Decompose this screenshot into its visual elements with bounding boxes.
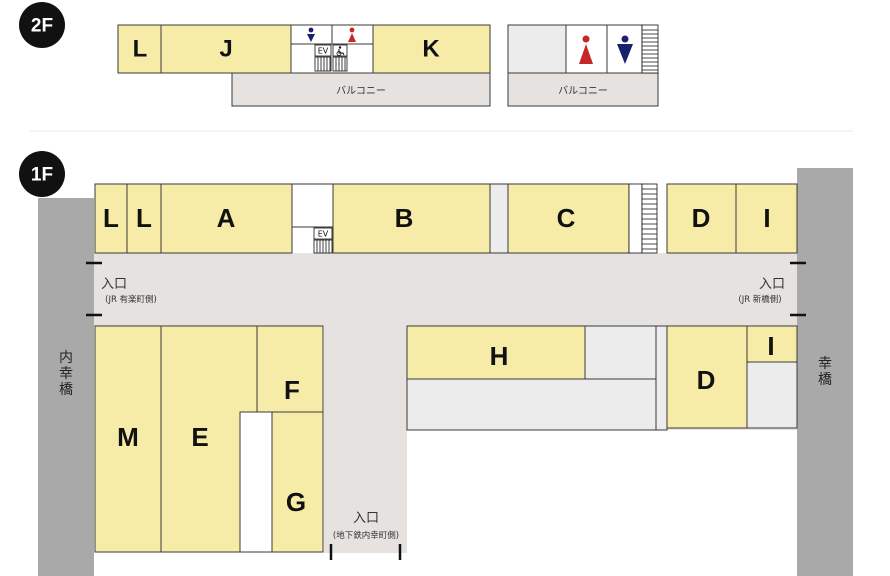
balcony-label-left: バルコニー [336, 85, 386, 97]
shop-1f-h-label: H [490, 341, 509, 371]
shop-1f-l1-label: L [103, 203, 119, 233]
stairs-icon [628, 183, 658, 254]
shop-2f-k[interactable] [372, 24, 491, 74]
shop-1f-i-right-label: I [767, 331, 774, 361]
street-left-label: 内幸橋 [59, 350, 73, 398]
svg-text:EV: EV [318, 230, 329, 239]
street-right [797, 168, 853, 576]
balcony-label-right: バルコニー [558, 85, 608, 97]
svg-text:2F: 2F [31, 16, 53, 37]
shop-1f-c-label: C [557, 203, 576, 233]
street-right-label: 幸橋 [818, 356, 832, 388]
entrance-west-sub: (JR 有楽町側) [105, 294, 157, 305]
shop-2f-j-label: J [219, 36, 232, 63]
shop-1f-c[interactable] [507, 183, 630, 254]
svg-text:EV: EV [318, 47, 329, 56]
shop-1f-f[interactable] [256, 325, 324, 413]
shop-1f-i-right[interactable] [746, 325, 798, 363]
shop-1f-a-label: A [217, 203, 236, 233]
badge-1f: 1F [19, 151, 65, 197]
shop-1f-m[interactable] [94, 325, 162, 553]
shop-1f-d-right-label: D [697, 365, 716, 395]
shop-1f-d-top[interactable] [666, 183, 737, 254]
shop-2f-l[interactable] [117, 24, 162, 74]
entrance-south-label: 入口 [353, 511, 379, 526]
restroom-female-icon [579, 35, 593, 64]
space-1f-gray-right [746, 361, 798, 429]
shop-1f-l2-label: L [136, 203, 152, 233]
shop-1f-d-right[interactable] [666, 325, 748, 429]
space-2f-gray [507, 24, 567, 74]
svg-text:1F: 1F [31, 165, 53, 186]
entrance-west[interactable]: 入口 (JR 有楽町側) [86, 261, 157, 317]
restroom-female-icon [348, 27, 356, 42]
entrance-south-sub: (地下鉄内幸町側) [333, 530, 399, 541]
shop-1f-m-label: M [117, 422, 139, 452]
elevator-icon: EV [314, 44, 332, 72]
balcony-left [231, 72, 491, 107]
service-space-1f [291, 183, 334, 228]
shop-2f-l-label: L [133, 36, 148, 63]
elevator-icon: EV [313, 227, 333, 254]
entrance-south[interactable]: 入口 (地下鉄内幸町側) [329, 511, 402, 560]
corridor [94, 253, 797, 553]
shop-1f-b[interactable] [332, 183, 491, 254]
badge-2f: 2F [19, 2, 65, 48]
shop-2f-k-label: K [422, 36, 440, 63]
shop-1f-g-label: G [286, 487, 306, 517]
shop-1f-i-top[interactable] [735, 183, 798, 254]
space-1f-gray-narrow [489, 183, 509, 254]
shop-1f-b-label: B [395, 203, 414, 233]
elevator-hall-2f [290, 43, 374, 74]
space-1f-gray-wide [406, 378, 657, 431]
restroom-male-icon [617, 35, 633, 64]
shop-1f-i-top-label: I [763, 203, 770, 233]
entrance-east[interactable]: 入口 (JR 新橋側) [738, 261, 806, 317]
entrance-east-label: 入口 [759, 277, 785, 292]
shop-1f-a[interactable] [160, 183, 293, 254]
shop-1f-g[interactable] [271, 411, 324, 553]
shop-1f-e-label: E [191, 422, 208, 452]
shop-1f-f-label: F [284, 375, 300, 405]
gap-space [239, 411, 273, 553]
space-1f-gray-h [584, 325, 657, 380]
entrance-east-sub: (JR 新橋側) [738, 294, 781, 305]
balcony-right [507, 72, 659, 107]
stairs-icon [641, 24, 659, 74]
restroom-male-icon [307, 27, 315, 42]
wheelchair-icon [332, 44, 348, 72]
entrance-west-label: 入口 [101, 277, 127, 292]
street-left [38, 198, 94, 576]
shop-1f-d-top-label: D [692, 203, 711, 233]
space-1f-gray-strip [655, 325, 668, 431]
